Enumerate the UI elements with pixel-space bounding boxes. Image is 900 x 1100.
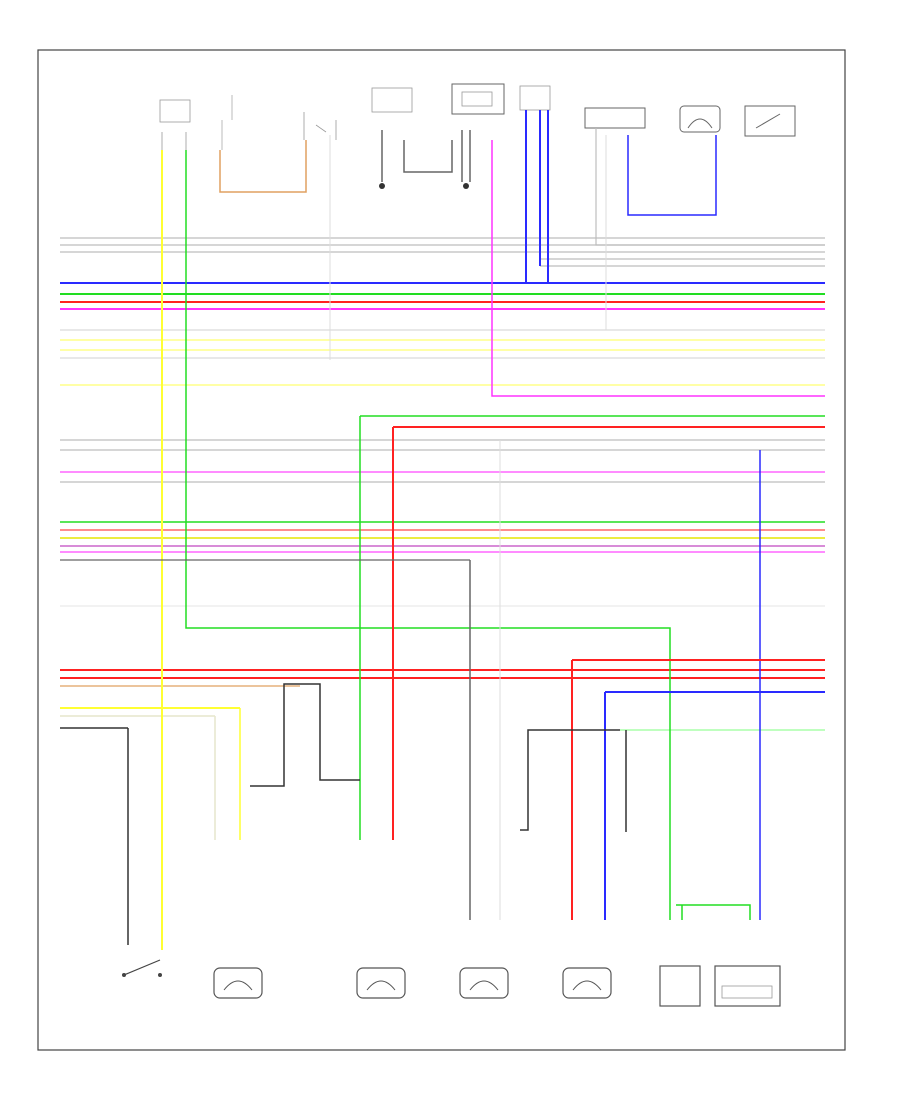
top-component-combination-switch: [451, 83, 505, 115]
ground-g1: [379, 183, 385, 189]
top-component-right-module: [519, 85, 551, 111]
top-component-power-unit: [371, 87, 413, 113]
bottom-component-door-switch: [122, 959, 162, 977]
wire-dark-link: [403, 140, 453, 173]
bottom-speaker-left-front: [213, 967, 263, 999]
bottom-speaker-right-front: [356, 967, 406, 999]
top-component-right-rear-switch: [679, 105, 721, 133]
vertical-wires: [60, 110, 825, 950]
bottom-speaker-left-rear: [459, 967, 509, 999]
bottom-component-switch-unit: [659, 965, 701, 1007]
top-component-sensor: [221, 95, 233, 150]
bottom-component-junction-module: [714, 965, 781, 1007]
top-component-left-rear-sensor: [584, 107, 646, 129]
top-component-dimmer-switch: [303, 112, 337, 140]
diagram-frame: [37, 49, 846, 1051]
wire-orange-link: [219, 140, 307, 193]
wire-blue-link: [627, 135, 717, 216]
top-component-left-module: [159, 99, 191, 150]
bottom-speaker-right-rear: [562, 967, 612, 999]
top-component-hood-switch: [744, 105, 796, 137]
bus-wires: [60, 237, 825, 731]
ground-g2: [463, 183, 469, 189]
